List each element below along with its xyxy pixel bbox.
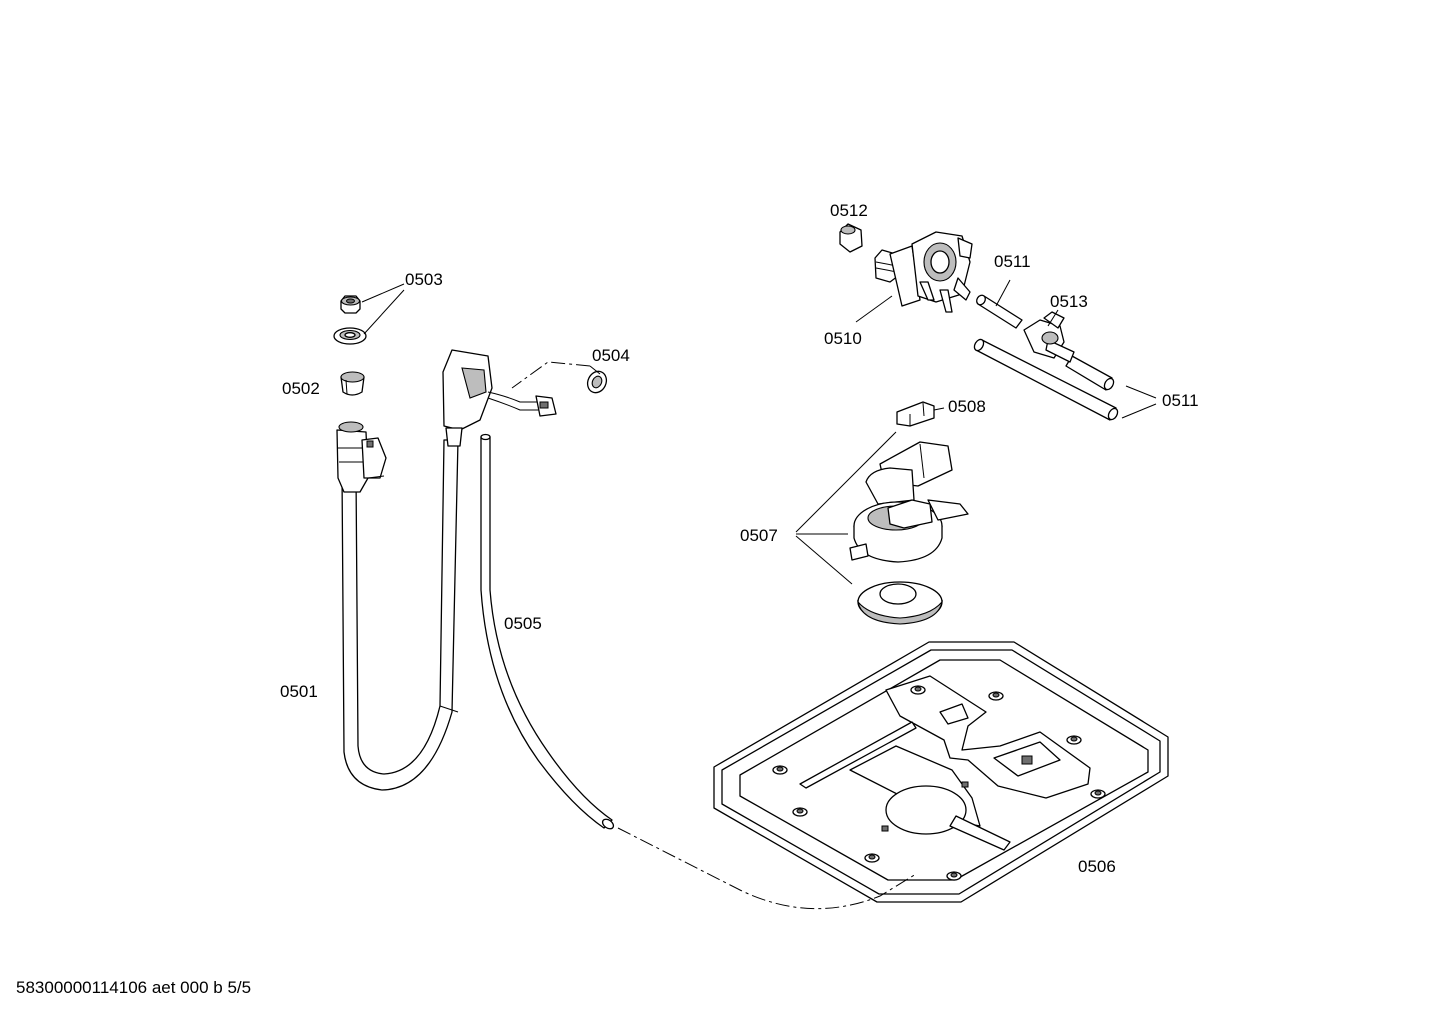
part-0510-inlet-valve [874, 231, 973, 313]
label-0502: 0502 [282, 379, 320, 398]
part-0506-base-plate [713, 641, 1169, 903]
part-0505-drain-hose [480, 433, 615, 830]
part-0507-pressure-assembly [849, 441, 969, 625]
part-0513-connector [1023, 311, 1075, 363]
label-0504: 0504 [592, 346, 630, 365]
label-0507: 0507 [740, 526, 778, 545]
part-0508-clip [896, 401, 935, 427]
part-0502-cap [340, 371, 365, 396]
label-0503: 0503 [405, 270, 443, 289]
label-0510: 0510 [824, 329, 862, 348]
part-0503-nut [340, 295, 361, 314]
leader-lines [361, 279, 1157, 910]
part-0511-tube-short [976, 294, 1023, 329]
part-0511-tube-long [973, 338, 1119, 421]
label-0513: 0513 [1050, 292, 1088, 311]
part-labels: 0501 0502 0503 0504 0505 0506 0507 0508 … [280, 201, 1199, 876]
label-0508: 0508 [948, 397, 986, 416]
label-0512: 0512 [830, 201, 868, 220]
part-0504-washer [586, 370, 608, 394]
label-0505: 0505 [504, 614, 542, 633]
base-plate-bosses [772, 685, 1106, 881]
label-0511-bottom: 0511 [1162, 391, 1199, 410]
footer-document-code: 58300000114106 aet 000 b 5/5 [16, 978, 252, 997]
part-0503-washer [333, 327, 367, 345]
label-0501: 0501 [280, 682, 318, 701]
label-0506: 0506 [1078, 857, 1116, 876]
label-0511-top: 0511 [994, 252, 1031, 271]
part-0501-inlet-hose [336, 349, 557, 791]
part-0511-tube-mid [1065, 355, 1115, 391]
part-0512-cap [839, 223, 863, 253]
